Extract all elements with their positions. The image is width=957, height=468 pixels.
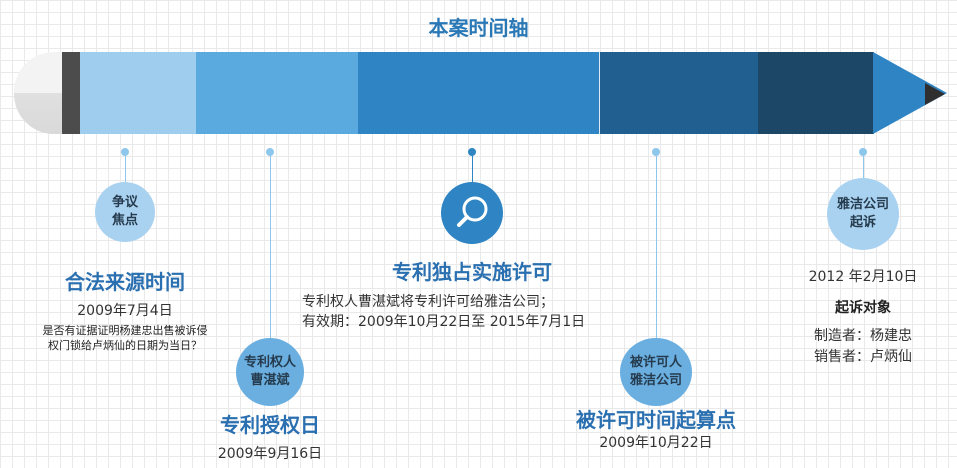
event-title-exclusive-license: 专利独占实施许可	[392, 260, 552, 284]
lawsuit-subtitle: 起诉对象	[835, 300, 891, 316]
event-date-legal-source: 2009年7月4日	[77, 303, 173, 319]
bubble-dispute-focus: 争议 焦点	[95, 182, 155, 242]
event-title-license-start: 被许可时间起算点	[576, 408, 736, 432]
event-date-lawsuit: 2012 年2月10日	[808, 269, 918, 285]
lawsuit-seller: 销售者：卢炳仙	[814, 349, 912, 365]
pencil-timeline	[0, 0, 957, 140]
lawsuit-manufacturer: 制造者：杨建忠	[814, 328, 912, 344]
timeline-title: 本案时间轴	[428, 16, 529, 40]
bubble-patentee: 专利权人 曹湛斌	[236, 338, 304, 406]
bubble-lawsuit-line1: 雅洁公司	[836, 197, 889, 212]
pencil-lead	[925, 83, 945, 105]
bubble-licensee-line2: 雅洁公司	[629, 373, 682, 388]
bubble-lawsuit-line2: 起诉	[849, 215, 876, 230]
event-date-license-start: 2009年10月22日	[599, 435, 713, 451]
license-desc-line2: 有效期：2009年10月22日至 2015年7月1日	[302, 314, 586, 330]
timeline-segment-5	[758, 52, 874, 134]
event-dot-licensee	[652, 148, 660, 156]
bubble-patentee-line1: 专利权人	[243, 355, 296, 370]
timeline-segment-1	[80, 52, 196, 134]
event-title-legal-source: 合法来源时间	[65, 270, 185, 294]
event-dot-dispute	[121, 148, 129, 156]
event-dot-exclusive-license	[468, 148, 476, 156]
bubble-dispute-line2: 焦点	[111, 213, 138, 228]
magnifier-badge	[441, 182, 503, 244]
connector-lawsuit	[863, 156, 864, 182]
connector-exclusive-license	[472, 156, 473, 182]
bubble-licensee: 被许可人 雅洁公司	[620, 338, 692, 406]
event-note-line1: 是否有证据证明杨建忠出售被诉侵	[42, 324, 208, 337]
bubble-licensee-line1: 被许可人	[629, 355, 682, 370]
connector-licensee	[656, 156, 657, 338]
bubble-lawsuit: 雅洁公司 起诉	[827, 178, 899, 250]
timeline-segment-4	[600, 52, 758, 134]
bubble-patentee-line2: 曹湛斌	[250, 373, 290, 388]
event-dot-lawsuit	[859, 148, 867, 156]
magnifier-icon	[457, 196, 488, 227]
connector-patent-grant	[270, 156, 271, 338]
bubble-dispute-line1: 争议	[111, 195, 138, 210]
event-date-patent-grant: 2009年9月16日	[217, 446, 323, 462]
license-desc-line1: 专利权人曹湛斌将专利许可给雅洁公司；	[302, 294, 554, 310]
connector-dispute	[125, 156, 126, 182]
event-title-patent-grant: 专利授权日	[220, 413, 320, 437]
event-note-line2: 权门锁给卢炳仙的日期为当日？	[48, 339, 202, 352]
timeline-segment-2	[196, 52, 358, 134]
event-dot-patent-grant	[266, 148, 274, 156]
timeline-segment-3	[358, 52, 600, 134]
pencil-ferrule	[62, 52, 80, 134]
